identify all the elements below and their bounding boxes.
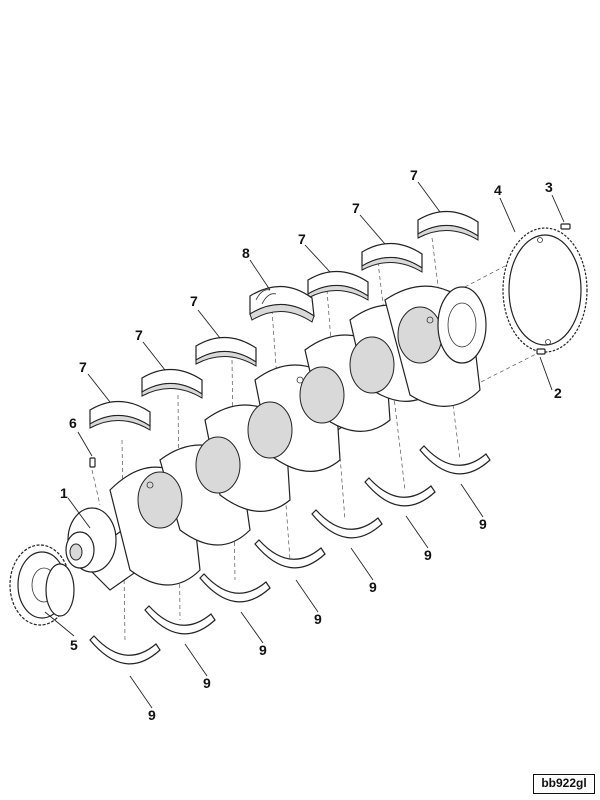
callout-7: 7 xyxy=(79,359,87,375)
lower-bearing-shell xyxy=(144,605,216,635)
lower-bearing-shell xyxy=(254,539,326,569)
callout-2: 2 xyxy=(554,385,562,401)
timing-gear xyxy=(9,544,75,626)
callout-7: 7 xyxy=(135,327,143,343)
callout-7: 7 xyxy=(190,293,198,309)
callout-7: 7 xyxy=(410,167,418,183)
upper-bearing-shell xyxy=(195,336,257,367)
thrust-bearing-shell xyxy=(249,285,315,323)
dowel-pin-gear xyxy=(560,223,571,230)
callout-9: 9 xyxy=(259,642,267,658)
upper-bearing-shell xyxy=(89,400,151,431)
callout-9: 9 xyxy=(369,579,377,595)
callout-4: 4 xyxy=(494,182,502,198)
callout-3: 3 xyxy=(545,179,553,195)
callout-9: 9 xyxy=(479,516,487,532)
upper-bearing-shell xyxy=(307,270,369,301)
callout-7: 7 xyxy=(352,200,360,216)
lower-bearing-shell xyxy=(199,573,271,603)
lower-bearing-shell xyxy=(311,509,383,539)
callout-9: 9 xyxy=(424,547,432,563)
flywheel-ring xyxy=(502,227,588,353)
callout-9: 9 xyxy=(314,611,322,627)
callout-7: 7 xyxy=(298,231,306,247)
upper-bearing-shell xyxy=(141,368,203,399)
upper-bearing-shell xyxy=(361,242,423,273)
crankshaft xyxy=(65,285,487,591)
reference-code: bb922gl xyxy=(533,774,595,794)
upper-bearing-shell xyxy=(417,210,479,241)
callout-9: 9 xyxy=(148,707,156,723)
lower-bearing-shell xyxy=(364,477,436,507)
lower-bearing-shell xyxy=(89,635,161,665)
callout-1: 1 xyxy=(60,485,68,501)
leader-lines xyxy=(44,181,565,709)
dowel-pin-flange xyxy=(536,348,546,355)
callout-6: 6 xyxy=(69,415,77,431)
callout-5: 5 xyxy=(70,637,78,653)
callout-9: 9 xyxy=(203,675,211,691)
callout-8: 8 xyxy=(242,245,250,261)
front-pin xyxy=(89,457,96,468)
lower-bearing-shell xyxy=(419,445,491,475)
